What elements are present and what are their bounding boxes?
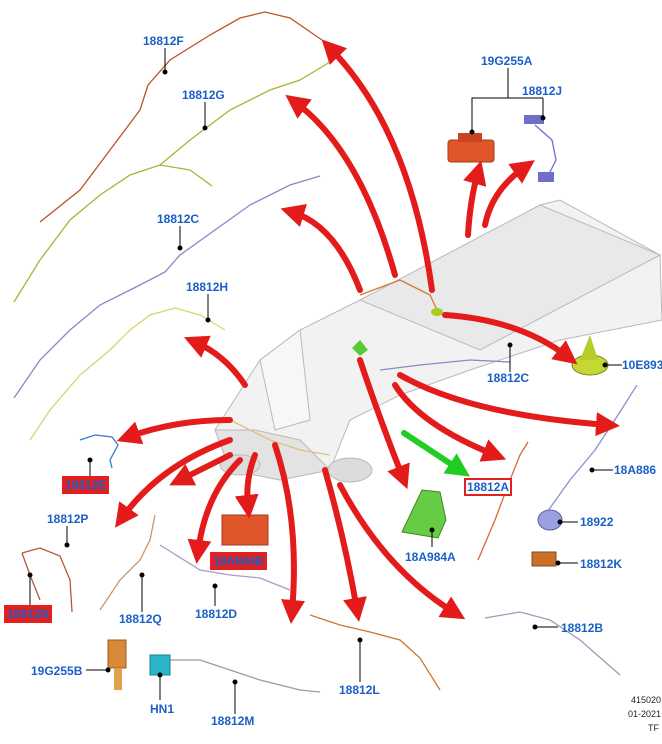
ref-tag: TF: [648, 723, 659, 733]
green-arrow: [401, 430, 471, 477]
harness-18812G: [13, 164, 213, 303]
label-18812M: 18812M: [211, 714, 255, 728]
label-18812A: 18812A: [463, 478, 513, 496]
label-19G255B: 19G255B: [31, 664, 83, 678]
label-18812D: 18812D: [195, 607, 238, 621]
harness-18812Q: [99, 514, 156, 611]
label-18812K: 18812K: [580, 557, 623, 571]
label-18812Q: 18812Q: [119, 612, 162, 626]
label-18812C-right: 18812C: [487, 371, 530, 385]
label-19G255A: 19G255A: [481, 54, 533, 68]
label-18812N: 18812N: [3, 605, 53, 623]
connector-18812J: [524, 115, 544, 124]
harness-18812E: [79, 434, 119, 469]
label-18812B: 18812B: [561, 621, 604, 635]
components: [107, 115, 609, 690]
harness-roof: [359, 279, 439, 313]
harness-18812C-right: [379, 359, 511, 371]
harness-18812A: [477, 441, 529, 561]
label-18A886: 18A886: [614, 463, 657, 477]
harness-front: [229, 419, 331, 456]
antenna-18A984A: [401, 489, 447, 539]
label-18812H: 18812H: [186, 280, 229, 294]
ref-date: 01-2021: [628, 709, 662, 719]
red-arrows: [115, 39, 620, 624]
label-18812E: 18812E: [61, 476, 110, 494]
label-10E893: 10E893: [622, 358, 662, 372]
label-18812J: 18812J: [522, 84, 563, 98]
vehicle-body: [214, 199, 662, 483]
harness-18812M: [168, 659, 321, 693]
sensor-18922: [537, 509, 563, 531]
label-18812G: 18812G: [182, 88, 225, 102]
label-18812P: 18812P: [47, 512, 89, 526]
label-18922: 18922: [580, 515, 614, 529]
ref-code: 415020: [631, 695, 662, 705]
label-18A984A: 18A984A: [405, 550, 456, 564]
harness-18812C-top: [13, 175, 321, 399]
label-18812C-top: 18812C: [157, 212, 200, 226]
harness-18812H: [29, 307, 226, 441]
label-18812F: 18812F: [143, 34, 184, 48]
harness-18812L: [309, 614, 441, 691]
module-19G255B: [107, 639, 127, 669]
harness-18A886: [544, 384, 638, 516]
label-18A984B: 18A984B: [210, 552, 267, 570]
harness-wires: [13, 11, 638, 693]
harness-18812J: [534, 124, 557, 177]
harness-18812B: [484, 611, 621, 676]
leader-lines: [27, 48, 622, 714]
connector-18812K: [531, 551, 557, 567]
label-18812L: 18812L: [339, 683, 380, 697]
label-HN1: HN1: [150, 702, 175, 716]
module-HN1: [149, 654, 171, 676]
module-18A984B: [221, 514, 269, 546]
harness-18812D: [159, 544, 291, 591]
module-19G255A: [447, 139, 495, 163]
harness-18812F: [39, 11, 323, 223]
harness-18812N: [21, 547, 73, 613]
